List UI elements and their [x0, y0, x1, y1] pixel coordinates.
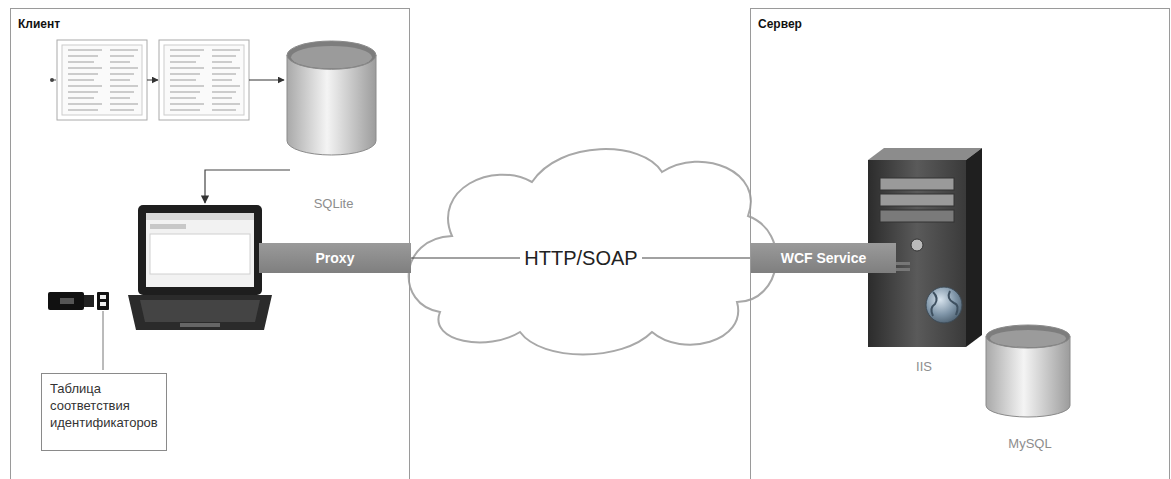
doc-line — [170, 67, 204, 69]
doc-line — [170, 61, 196, 63]
network-cloud — [409, 149, 777, 354]
doc-line — [68, 109, 98, 111]
doc-line — [170, 85, 204, 87]
doc-line — [110, 61, 130, 63]
doc-line — [170, 97, 196, 99]
doc-line — [68, 49, 102, 51]
usb-key-icon — [48, 292, 109, 370]
proxy-band: Proxy — [259, 243, 411, 273]
node-label: MySQL — [983, 436, 1077, 451]
doc-line — [170, 55, 200, 57]
node-label: SQLite — [284, 196, 383, 211]
doc-line — [170, 79, 196, 81]
doc-line — [110, 85, 138, 87]
doc-line — [170, 73, 200, 75]
doc-line — [110, 49, 138, 51]
sqlite-database: SQLite — [284, 39, 383, 211]
doc-line — [212, 61, 232, 63]
node-label: Таблица соответствия идентификаторов — [50, 381, 158, 432]
doc-line — [212, 79, 232, 81]
doc-line — [68, 73, 98, 75]
doc-line — [68, 55, 98, 57]
doc-line — [212, 91, 236, 93]
protocol-label: HTTP/SOAP — [520, 247, 641, 269]
doc-line — [212, 49, 240, 51]
doc-line — [68, 61, 94, 63]
doc-line — [212, 85, 240, 87]
doc-line — [110, 73, 134, 75]
doc-line — [212, 103, 240, 105]
doc-line — [170, 109, 200, 111]
doc-line — [68, 79, 94, 81]
doc-line — [110, 67, 138, 69]
document-thumbnails — [50, 40, 284, 120]
doc-line — [170, 91, 200, 93]
doc-line — [170, 49, 204, 51]
doc-line — [170, 103, 204, 105]
note-box: Таблица соответствия идентификаторов — [41, 373, 167, 451]
doc-line — [110, 55, 134, 57]
server-region: СерверWCF ServiceIIS MySQL — [750, 8, 1170, 479]
flow-arrow — [205, 170, 290, 203]
doc-line — [110, 109, 134, 111]
node-label: Proxy — [308, 250, 363, 266]
node-label: WCF Service — [773, 250, 875, 266]
doc-line — [212, 97, 232, 99]
region-title: Сервер — [758, 17, 802, 31]
doc-line — [68, 97, 94, 99]
cylinder-outline — [983, 323, 1073, 419]
wcf-service-band: WCF Service — [751, 243, 896, 273]
cylinder-outline — [284, 39, 379, 157]
doc-line — [212, 55, 236, 57]
doc-line — [68, 103, 102, 105]
client-region: КлиентSQLiteProxyТаблица соответствия ид… — [10, 8, 410, 479]
doc-line — [68, 67, 102, 69]
doc-line — [110, 79, 130, 81]
doc-line — [110, 97, 130, 99]
doc-line — [212, 67, 240, 69]
doc-line — [212, 109, 236, 111]
doc-line — [212, 73, 236, 75]
iis-server: IIS — [857, 146, 991, 374]
mysql-database: MySQL — [983, 323, 1077, 451]
doc-line — [110, 91, 134, 93]
doc-line — [68, 91, 98, 93]
node-label: IIS — [857, 359, 991, 374]
region-title: Клиент — [18, 17, 60, 31]
doc-line — [110, 103, 138, 105]
doc-line — [68, 85, 102, 87]
